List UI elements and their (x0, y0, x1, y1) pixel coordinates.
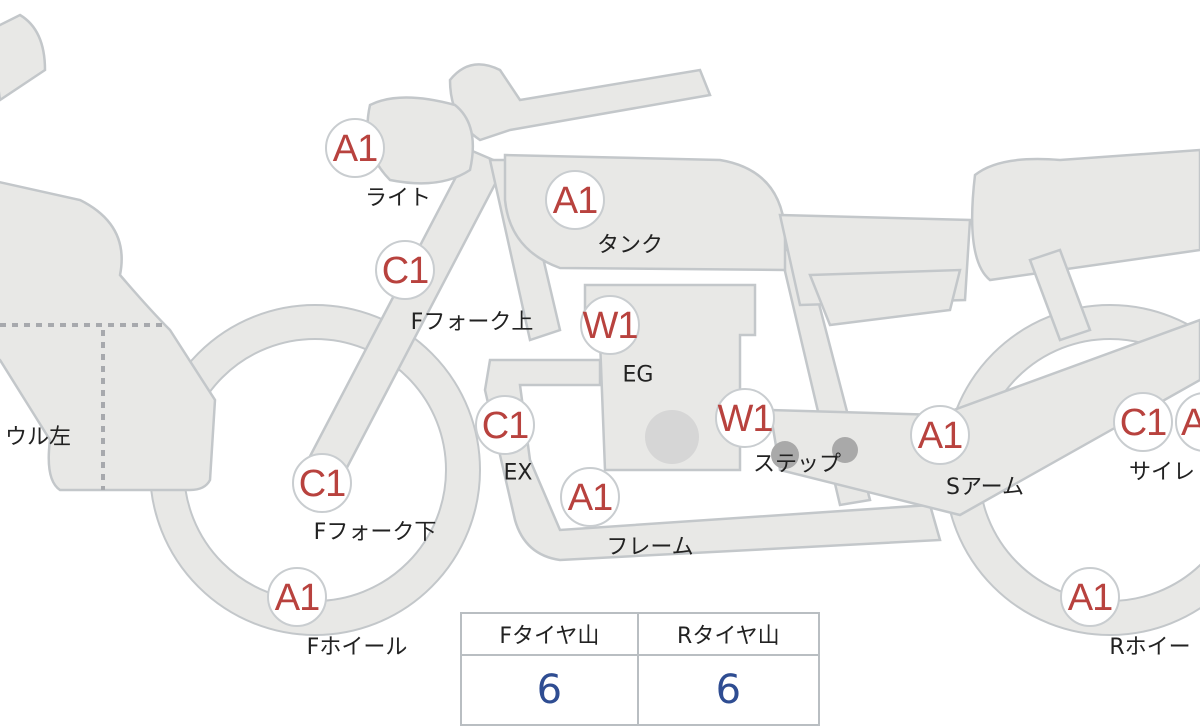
label-light: ライト (364, 186, 432, 211)
seat (970, 148, 1200, 282)
marker-silencer[interactable]: C1 (1113, 392, 1173, 452)
marker-ffork-upper[interactable]: C1 (375, 240, 435, 300)
marker-ffork-lower[interactable]: C1 (292, 453, 352, 513)
marker-frame[interactable]: A1 (560, 467, 620, 527)
label-engine: EG (622, 362, 654, 388)
marker-rwheel[interactable]: A1 (1060, 567, 1120, 627)
marker-engine[interactable]: W1 (580, 295, 640, 355)
marker-swingarm[interactable]: A1 (910, 405, 970, 465)
label-ffork-lower: Fフォーク下 (313, 520, 437, 545)
label-frame: フレーム (606, 535, 694, 560)
marker-fwheel[interactable]: A1 (267, 567, 327, 627)
label-silencer: サイレ (1128, 460, 1196, 485)
cowl-left-label: ウル左 (4, 425, 72, 450)
marker-tank[interactable]: A1 (545, 170, 605, 230)
rear-tire-header: Rタイヤ山 (636, 612, 821, 656)
label-swingarm: Sアーム (946, 475, 1024, 500)
cowl (0, 13, 47, 102)
label-ffork-upper: Fフォーク上 (410, 310, 534, 335)
label-rwheel: Rホイー (1109, 635, 1191, 660)
label-step: ステップ (752, 452, 842, 477)
tire-tread-table: Fタイヤ山 Rタイヤ山 6 6 (460, 612, 821, 726)
front-tire-header: Fタイヤ山 (460, 612, 639, 656)
front-tire-value: 6 (460, 654, 639, 726)
rear-tire-value: 6 (636, 654, 821, 726)
label-tank: タンク (596, 233, 664, 258)
label-exhaust: EX (503, 460, 533, 486)
marker-step[interactable]: W1 (715, 388, 775, 448)
marker-light[interactable]: A1 (325, 118, 385, 178)
marker-exhaust[interactable]: C1 (475, 395, 535, 455)
label-fwheel: Fホイール (306, 635, 408, 660)
